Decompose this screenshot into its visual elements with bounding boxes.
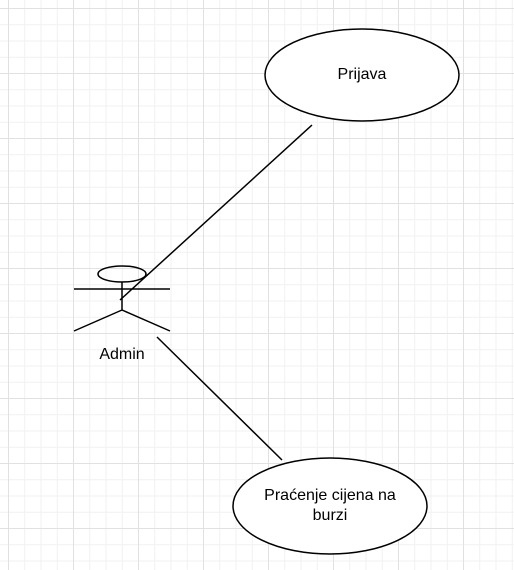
association-line-pracenje[interactable] xyxy=(156,336,283,461)
actor-right-leg xyxy=(121,309,171,332)
association-line-prijava[interactable] xyxy=(119,124,313,301)
actor-figure[interactable] xyxy=(73,265,171,332)
use-case-prijava-label: Prijava xyxy=(337,66,387,83)
actor-head xyxy=(97,265,147,283)
use-case-pracenje-label: Praćenje cijena na burzi xyxy=(264,487,396,524)
use-case-pracenje-shape[interactable] xyxy=(232,457,428,555)
use-case-prijava-shape[interactable] xyxy=(264,28,460,122)
actor-name-label: Admin xyxy=(99,346,145,363)
actor-left-leg xyxy=(73,309,123,332)
